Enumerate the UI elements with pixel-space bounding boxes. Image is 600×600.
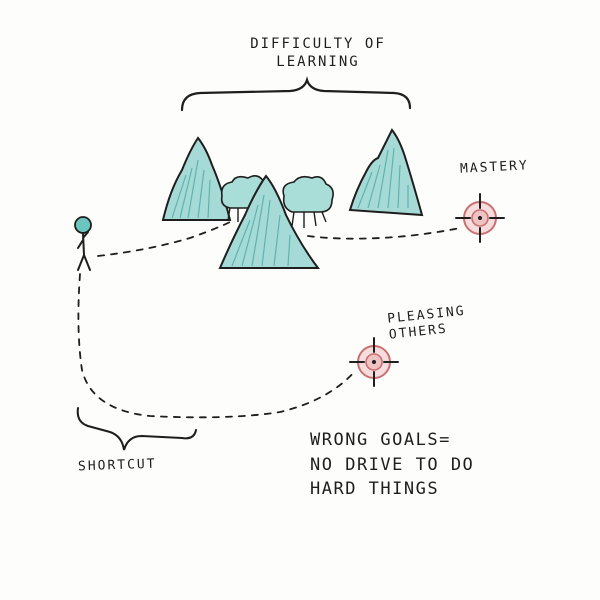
difficulty-label-line1: DIFFICULTY OF bbox=[250, 36, 386, 52]
crosshair-target-icon bbox=[455, 193, 505, 243]
bush-icon bbox=[282, 175, 334, 228]
shortcut-brace bbox=[76, 407, 197, 451]
learning-path bbox=[97, 221, 231, 257]
stick-figure-icon bbox=[74, 216, 92, 271]
wrong-goals-line3: HARD THINGS bbox=[310, 479, 440, 500]
wrong-goals-line2: NO DRIVE TO DO bbox=[310, 454, 475, 475]
shortcut-label: SHORTCUT bbox=[77, 456, 157, 475]
wrong-goals-caption: WRONG GOALS= NO DRIVE TO DO HARD THINGS bbox=[310, 428, 474, 502]
wrong-goals-line1: WRONG GOALS= bbox=[310, 430, 451, 450]
mountain-icon bbox=[348, 128, 424, 217]
difficulty-brace bbox=[180, 76, 412, 112]
difficulty-label-line2: LEARNING bbox=[276, 53, 360, 70]
shortcut-path bbox=[77, 273, 357, 419]
mountain-icon bbox=[161, 136, 232, 221]
mountain-icon bbox=[218, 174, 320, 269]
difficulty-label: DIFFICULTY OF LEARNING bbox=[232, 36, 404, 71]
crosshair-target-icon bbox=[349, 337, 399, 387]
mastery-path bbox=[307, 227, 461, 240]
